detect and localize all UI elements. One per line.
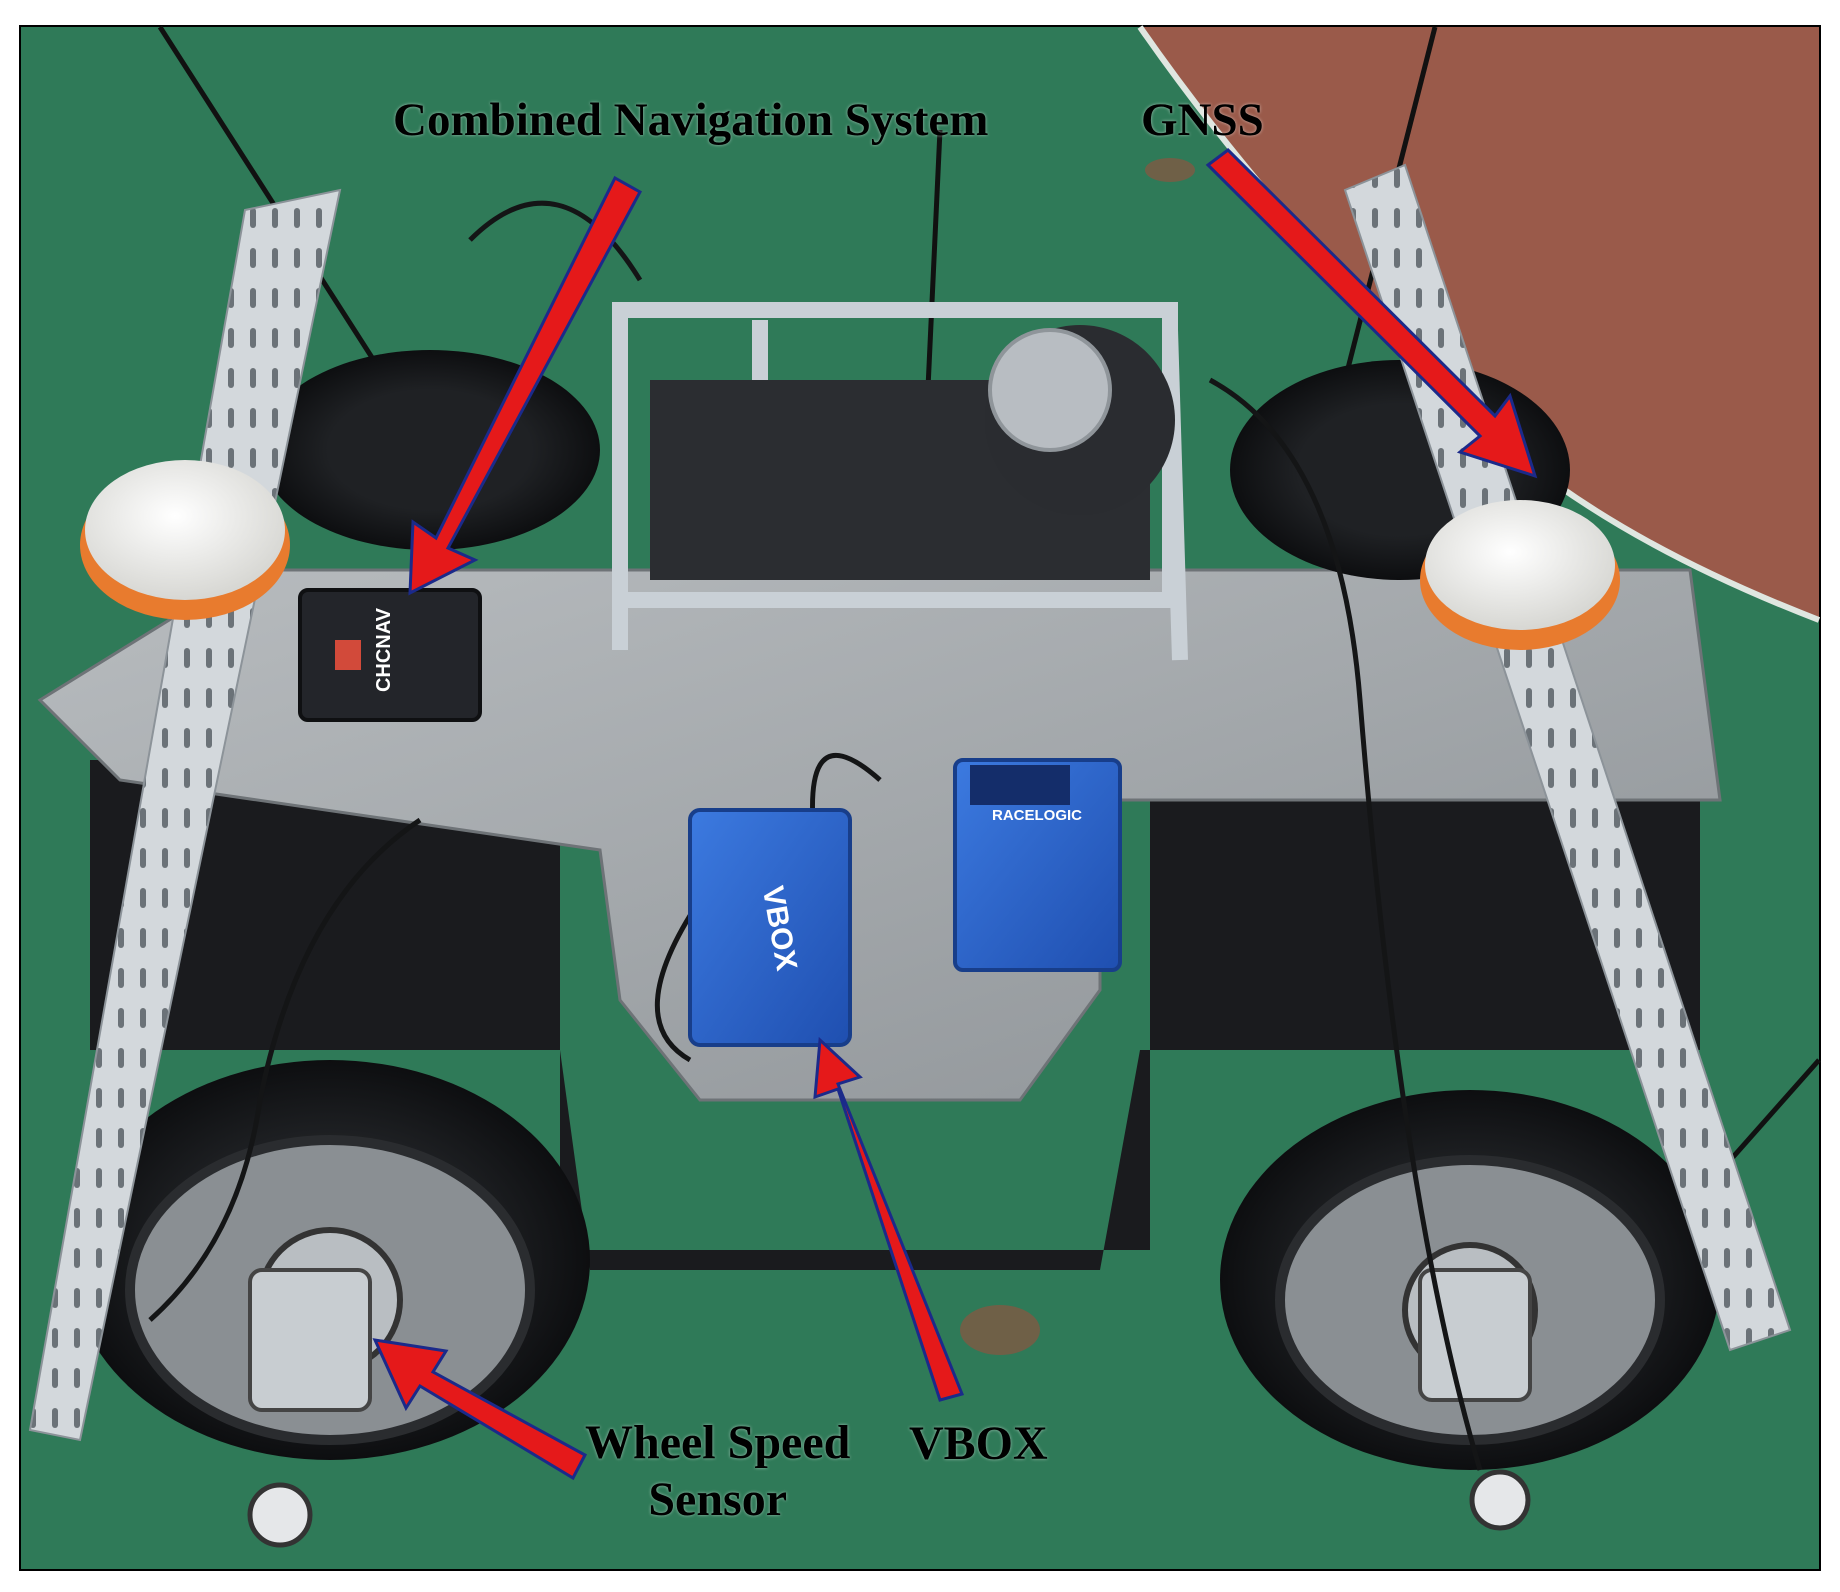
annotation-arrows <box>372 148 1538 1481</box>
arrow-vbox <box>813 1036 965 1402</box>
label-combined-navigation-system: Combined Navigation System <box>393 94 989 146</box>
arrow-wheel-speed <box>372 1338 588 1481</box>
label-wheel-speed-sensor: Wheel Speed Sensor <box>585 1415 850 1528</box>
arrow-combined-navigation <box>408 175 643 596</box>
arrow-gnss <box>1205 148 1538 479</box>
racelogic-logo-text: RACELOGIC <box>992 807 1082 824</box>
photo-border <box>19 25 1821 1571</box>
wheel-speed-sensors <box>247 1268 1532 1548</box>
label-vbox: VBOX <box>909 1417 1048 1470</box>
racelogic-unit: RACELOGIC <box>953 758 1122 972</box>
chcnav-unit: CHCNAV <box>298 588 482 722</box>
label-wheel-speed-line1: Wheel Speed <box>585 1416 851 1469</box>
vbox-unit: VBOX <box>688 808 852 1047</box>
lidar <box>985 325 1175 515</box>
label-gnss: GNSS <box>1141 94 1264 146</box>
label-wheel-speed-line2: Sensor <box>648 1472 788 1526</box>
gnss-antennas <box>80 460 1620 650</box>
chcnav-logo-text: CHCNAV <box>373 607 395 692</box>
